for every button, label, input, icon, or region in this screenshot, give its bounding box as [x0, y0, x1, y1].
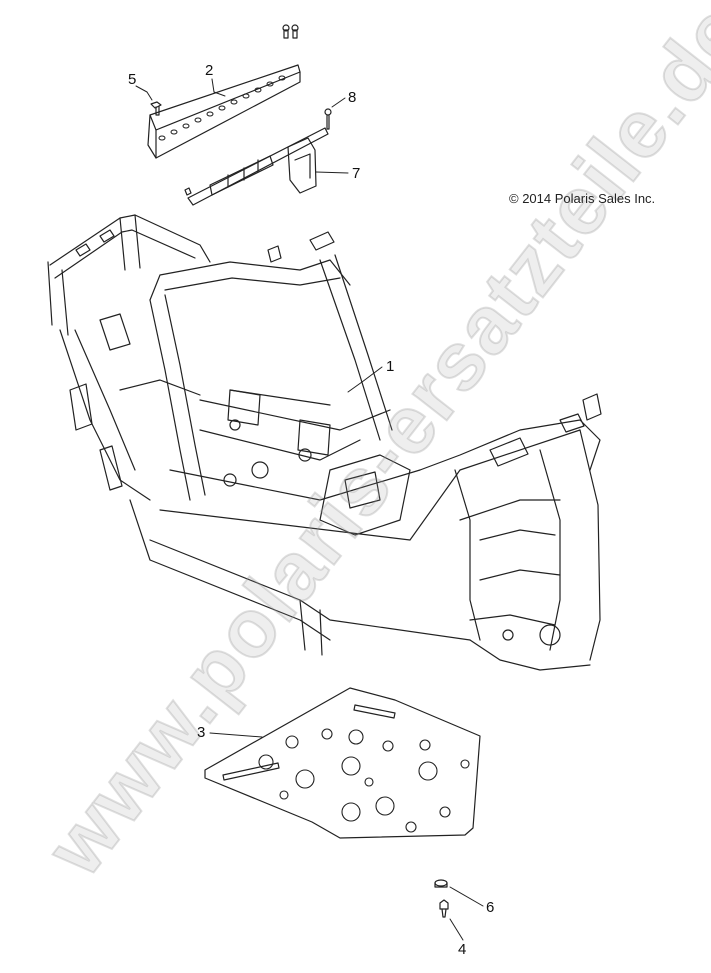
skid-plate: [204, 687, 481, 839]
push-rivet: [439, 899, 449, 918]
callout-8: 8: [348, 89, 357, 106]
callout-5: 5: [128, 71, 137, 88]
callout-6: 6: [486, 899, 495, 916]
copyright-notice: © 2014 Polaris Sales Inc.: [509, 191, 656, 206]
screw: [324, 108, 332, 130]
nut: [434, 879, 448, 888]
main-frame: [47, 214, 602, 671]
callout-1: 1: [386, 358, 395, 375]
callout-3: 3: [197, 724, 206, 741]
perforated-bar: [147, 64, 301, 159]
callout-7: 7: [352, 165, 361, 182]
leader-lines: [135, 78, 484, 941]
callout-4: 4: [458, 941, 467, 958]
mount-rail: [184, 127, 329, 206]
callout-2: 2: [205, 62, 214, 79]
twin-screws: [282, 24, 299, 39]
bolt-top: [150, 101, 162, 116]
